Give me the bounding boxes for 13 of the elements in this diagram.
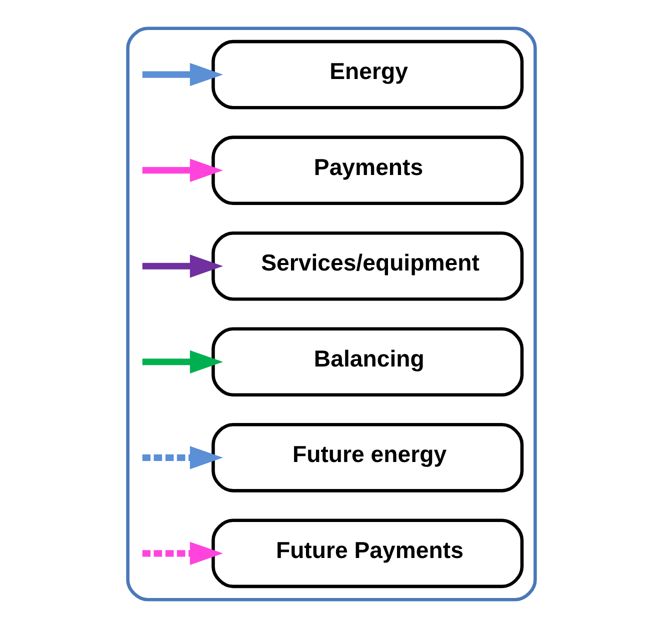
arrow — [142, 446, 224, 470]
arrow — [142, 158, 224, 182]
arrow — [142, 254, 224, 278]
node-box: Energy — [212, 40, 524, 110]
node-box: Services/equipment — [212, 231, 524, 301]
node-box: Payments — [212, 136, 524, 206]
node-box: Future Payments — [212, 518, 524, 588]
arrow — [142, 350, 224, 374]
arrow — [142, 542, 224, 565]
arrow — [142, 63, 224, 86]
node-box: Future energy — [212, 422, 524, 492]
node-box: Balancing — [212, 327, 524, 397]
cluster — [126, 26, 537, 602]
